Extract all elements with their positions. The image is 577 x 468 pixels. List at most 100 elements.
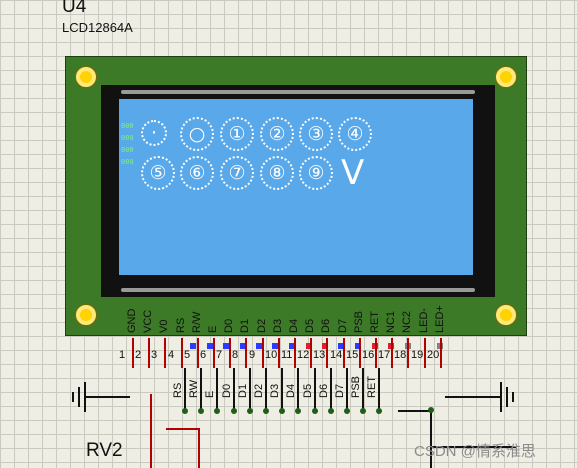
watermark: CSDN @情系淮思	[414, 443, 536, 460]
junction-node	[198, 408, 204, 414]
pin-wire[interactable]	[391, 338, 393, 368]
net-label: RW	[188, 379, 200, 398]
pin-marker	[272, 343, 279, 349]
net-wire	[346, 368, 348, 412]
pin-wire[interactable]	[229, 338, 231, 368]
net-wire	[249, 368, 251, 412]
pin-wire[interactable]	[278, 338, 280, 368]
net-label: RS	[172, 382, 184, 398]
junction-node	[295, 408, 301, 414]
pin-wire[interactable]	[213, 338, 215, 368]
pin-label: D3	[272, 318, 284, 333]
lcd-glyph: ③	[299, 117, 333, 151]
pin-number: 7	[216, 349, 223, 361]
net-label: D6	[318, 383, 330, 398]
pin-wire[interactable]	[262, 338, 264, 368]
component-model: LCD12864A	[62, 20, 133, 35]
component-ref: U4	[62, 0, 87, 17]
pin-marker	[255, 343, 262, 349]
pin-marker	[239, 343, 246, 349]
lcd-glyph: ②	[260, 117, 294, 151]
lcd-screen: 000 000 000 000 · ○ ① ② ③ ④ ⑤ ⑥ ⑦ ⑧ ⑨ V	[119, 99, 473, 275]
pin-label: D7	[337, 318, 349, 333]
pin-number: 13	[313, 349, 326, 361]
pin-marker	[223, 343, 230, 349]
pin-label: LED-	[418, 307, 430, 333]
pin-number: 8	[232, 349, 239, 361]
pin-wire[interactable]	[197, 338, 199, 368]
pin-marker	[206, 343, 213, 349]
mount-hole-tr	[496, 67, 516, 87]
pin-label: PSB	[353, 310, 365, 333]
ground-symbol-left	[78, 387, 80, 407]
pin-wire[interactable]	[294, 338, 296, 368]
ground-symbol-left	[84, 382, 86, 412]
lcd-glyph: ④	[338, 117, 372, 151]
pin-label: LED+	[434, 305, 446, 333]
junction-node	[328, 408, 334, 414]
net-label: PSB	[350, 375, 362, 398]
pin-wire[interactable]	[148, 338, 150, 368]
pin-wire[interactable]	[132, 338, 134, 368]
pin-label: E	[207, 325, 219, 333]
ground-symbol-left	[72, 392, 74, 402]
pin-label: D0	[223, 318, 235, 333]
net-wire	[184, 368, 186, 412]
net-wire	[281, 368, 283, 412]
pin-wire[interactable]	[343, 338, 345, 368]
net-label: D1	[237, 383, 249, 398]
pin-label: D6	[320, 318, 332, 333]
pin-label: D5	[304, 318, 316, 333]
net-wire	[200, 368, 202, 412]
pin-marker	[322, 343, 328, 349]
arrow-wire	[430, 446, 516, 448]
pin-marker	[189, 343, 196, 349]
junction-node	[428, 407, 434, 413]
net-wire	[297, 368, 299, 412]
pin-wire[interactable]	[326, 338, 328, 368]
pin-marker	[354, 343, 361, 349]
junction-node	[312, 408, 318, 414]
pin-label: V0	[158, 319, 170, 333]
pin-label: D4	[288, 318, 300, 333]
ground-symbol-right	[500, 382, 502, 412]
pin-wire[interactable]	[310, 338, 312, 368]
junction-node	[263, 408, 269, 414]
pin-wire[interactable]	[181, 338, 183, 368]
lcd-glyph: ⑤	[141, 156, 175, 190]
pin-number: 5	[184, 349, 191, 361]
lcd-module[interactable]: 000 000 000 000 · ○ ① ② ③ ④ ⑤ ⑥ ⑦ ⑧ ⑨ V	[65, 56, 527, 336]
net-label: D0	[221, 383, 233, 398]
pin-number: 2	[135, 349, 142, 361]
pin-wire[interactable]	[440, 338, 442, 368]
junction-node	[214, 408, 220, 414]
ground-symbol-right	[512, 392, 514, 402]
net-label: D3	[269, 383, 281, 398]
lcd-glyph: ⑨	[299, 156, 333, 190]
pin-marker	[338, 343, 345, 349]
pin-wire[interactable]	[164, 338, 166, 368]
net-label: RET	[366, 376, 378, 398]
pin-number: 18	[394, 349, 407, 361]
lcd-glyph: V	[341, 153, 365, 193]
pin-wire[interactable]	[359, 338, 361, 368]
nc-bus-wire	[430, 410, 432, 468]
pin-number: 9	[249, 349, 256, 361]
pin-label: R/W	[191, 311, 203, 333]
pin-marker	[305, 343, 312, 349]
pin-number: 19	[411, 349, 424, 361]
pin-number: 4	[168, 349, 175, 361]
ground-symbol-right	[506, 387, 508, 407]
junction-node	[182, 408, 188, 414]
pin-wire[interactable]	[375, 338, 377, 368]
net-label: E	[204, 390, 216, 398]
pin-label: VCC	[142, 309, 154, 333]
pin-wire[interactable]	[407, 338, 409, 368]
pin-number: 12	[297, 349, 310, 361]
pin-wire[interactable]	[424, 338, 426, 368]
pin-number: 6	[200, 349, 207, 361]
mount-hole-br	[496, 305, 516, 325]
pin-number: 14	[330, 349, 343, 361]
lcd-glyph: ⑧	[260, 156, 294, 190]
pin-wire[interactable]	[245, 338, 247, 368]
